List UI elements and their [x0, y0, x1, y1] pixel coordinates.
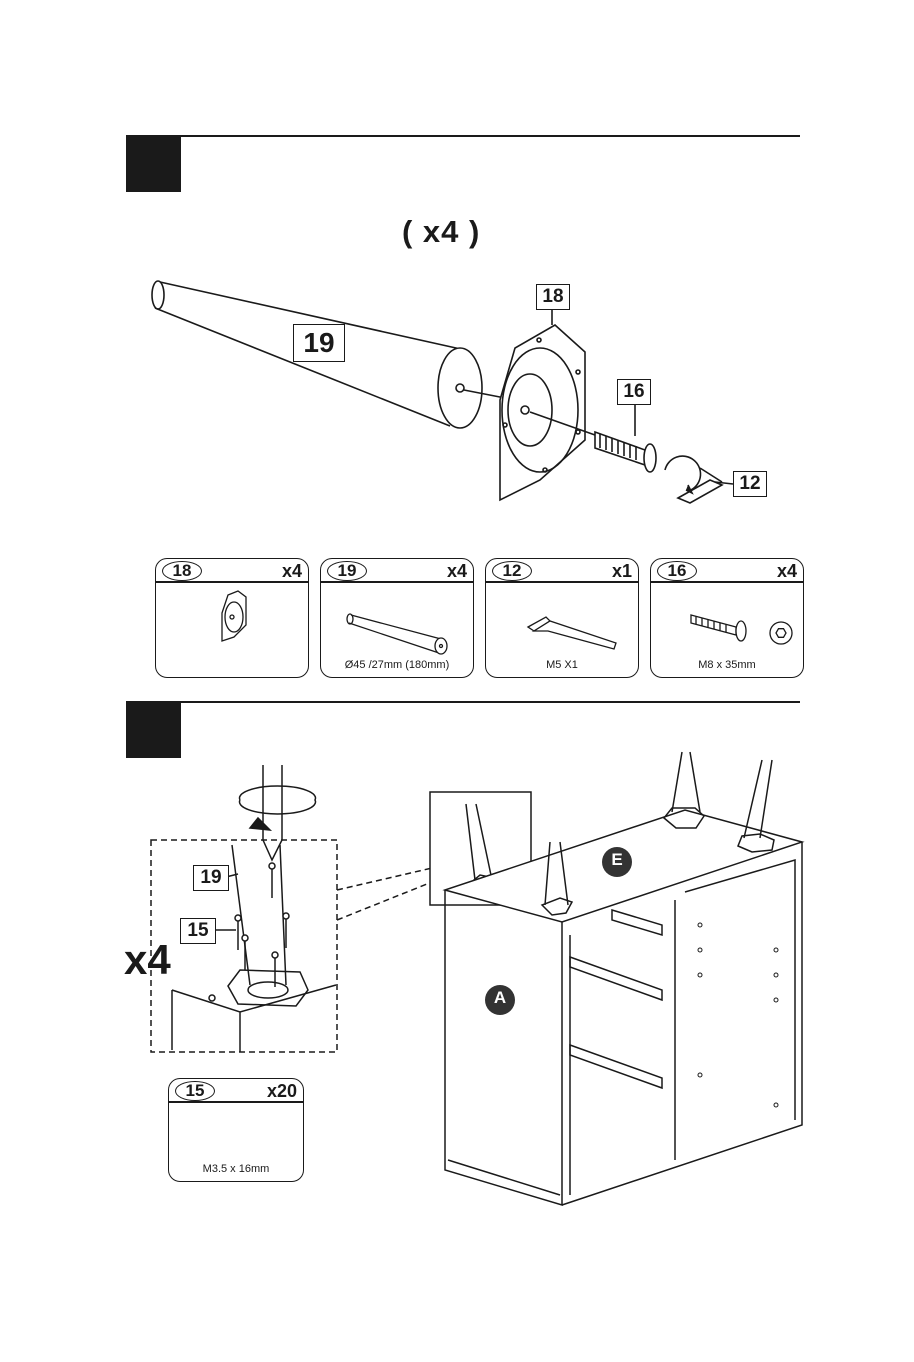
part-number: 15	[175, 1081, 215, 1101]
card-divider	[169, 1101, 303, 1103]
callout-screw: 15	[180, 918, 216, 944]
panel-label-top: E	[605, 850, 629, 870]
callout-leg-step2: 19	[193, 865, 229, 891]
part-card-screw: 15 x20 M3.5 x 16mm	[168, 1078, 304, 1182]
part-count: x20	[267, 1081, 297, 1102]
part-caption: M3.5 x 16mm	[169, 1163, 303, 1175]
panel-label-side: A	[488, 988, 512, 1008]
repeat-count: x4	[124, 936, 171, 984]
